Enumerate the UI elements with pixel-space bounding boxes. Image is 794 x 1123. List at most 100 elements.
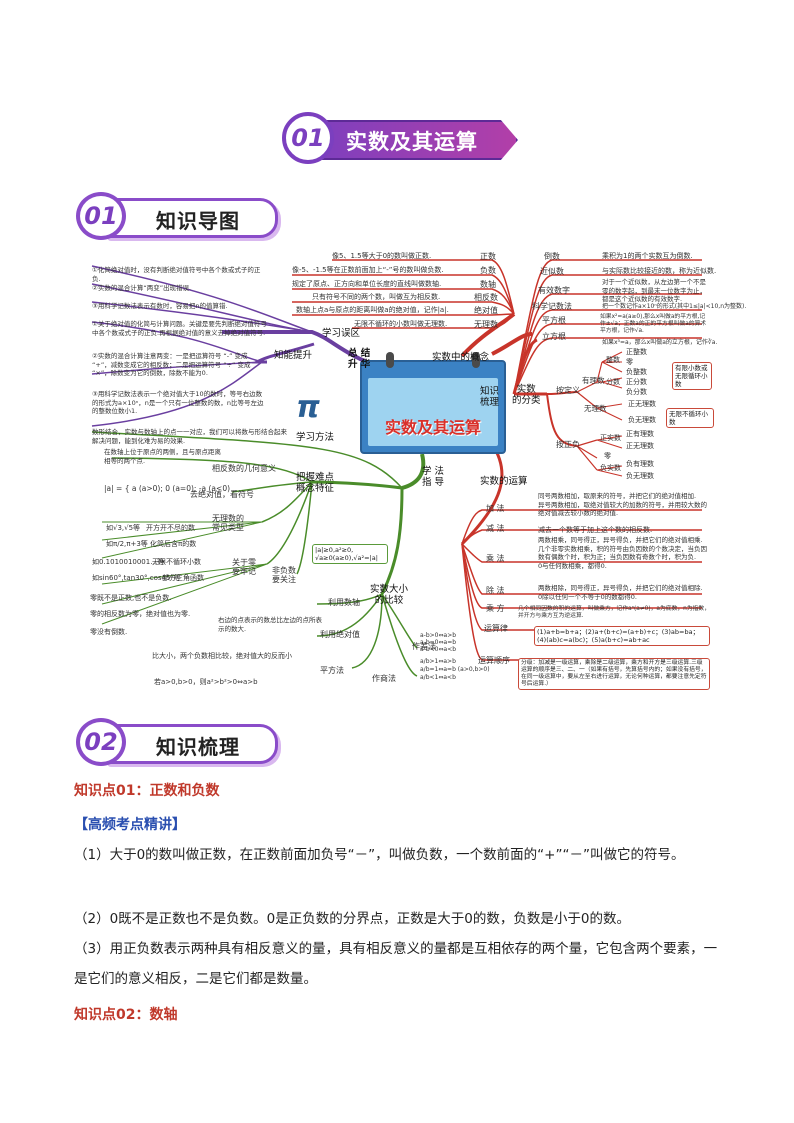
concept-text-6: 无限不循环的小数叫做无理数. bbox=[354, 320, 448, 328]
knowledge-5: 平方根 bbox=[542, 316, 566, 325]
central-image: 实数及其运算 bbox=[360, 352, 506, 454]
concept-text-3: 规定了原点、正方向和单位长度的直线叫做数轴. bbox=[292, 280, 442, 288]
op-laws-text: (1)a+b=b+a；(2)a+(b+c)=(a+b)+c；(3)ab=ba；(… bbox=[534, 626, 710, 646]
geometry-text: 在数轴上位于原点的两侧，且与原点距离相等的两个点. bbox=[104, 448, 221, 465]
irr-item-4: 如sin60°,tan30°,cos45°等 bbox=[92, 574, 181, 582]
ability-1: ①关于绝对值的化简与计算问题。关键是要先判断绝对值符号中各个数或式子的正负.再根… bbox=[92, 320, 267, 337]
high-frequency-heading: 【高频考点精讲】 bbox=[74, 817, 186, 833]
irr-item-3: 如0.1010010001…等 bbox=[92, 558, 165, 566]
concept-1: 正数 bbox=[480, 252, 496, 261]
node-classify: 实数 的分类 bbox=[512, 384, 541, 406]
op-order: 运算顺序 bbox=[478, 656, 510, 665]
knowledge-point-1-heading: 知识点01：正数和负数 bbox=[74, 783, 220, 799]
leaf-positive-irrational: 正无理数 bbox=[628, 400, 656, 408]
mind-map-branches bbox=[91, 259, 702, 677]
irrational-label: 无理数 bbox=[584, 404, 607, 413]
diff-label: 作差法 bbox=[412, 642, 436, 651]
mind-map: 实数及其运算 π 总 结 升 华 实数中的概念 知识 梳理 学 法 指 导 学习… bbox=[82, 244, 746, 706]
zero-real: 零 bbox=[604, 452, 611, 460]
abs-label: 去绝对值，看符号 bbox=[190, 490, 254, 499]
classify-by-sign: 按正负 bbox=[556, 440, 580, 449]
knowledge-text-5: 如果x²=a(a≥0),那么x叫做a的平方根,记作±√a；正数a的正的平方根叫做… bbox=[600, 314, 707, 334]
knowledge-2: 近似数 bbox=[540, 267, 564, 276]
op-pow: 乘 方 bbox=[486, 604, 505, 613]
ability-3: ③用科学记数法表示一个绝对值大于10的数时，等号右边数的形式为a×10ⁿ，n是一… bbox=[92, 390, 264, 415]
mistake-2: ②实数的混合计算“两变”出现错误. bbox=[92, 284, 192, 292]
op-sub: 减 法 bbox=[486, 524, 505, 533]
quot-text: a/b>1⇔a>b a/b=1⇔a=b (a>0,b>0) a/b<1⇔a<b bbox=[420, 658, 490, 681]
square-text: 若a>0,b>0，则a²>b²>0⇔a>b bbox=[154, 678, 258, 686]
section-title: 知识梳理 bbox=[156, 735, 240, 759]
integer-label: 整数 bbox=[606, 356, 620, 364]
op-mul: 乘 法 bbox=[486, 554, 505, 563]
concept-text-5: 数轴上点a与原点的距离叫做a的绝对值，记作|a|. bbox=[296, 306, 449, 314]
memo-label: 关于零 要牢记 bbox=[232, 558, 256, 576]
leaf-positive-rational: 正有理数 bbox=[626, 430, 654, 438]
node-operation: 实数的运算 bbox=[480, 476, 528, 487]
pi-symbol: π bbox=[296, 390, 320, 425]
irr-type-4: 部分三角函数 bbox=[162, 574, 204, 582]
memo-item-1: 零既不是正数,也不是负数. bbox=[90, 594, 172, 602]
node-ability: 知能提升 bbox=[274, 350, 313, 361]
node-features: 把握难点 概念特征 bbox=[296, 472, 335, 494]
knowledge-text-1: 乘积为1的两个实数互为倒数. bbox=[602, 252, 693, 260]
branch-knowledge: 知识 梳理 bbox=[480, 386, 500, 408]
irr-type-2: 化简后含π的数 bbox=[150, 540, 197, 548]
leaf-zero: 零 bbox=[626, 358, 633, 366]
op-add-text: 同号两数相加，取原来的符号，并把它们的绝对值相加. 异号两数相加，取绝对值较大的… bbox=[538, 492, 707, 517]
geometry-label: 相反数的几何意义 bbox=[212, 464, 276, 473]
node-learning: 学习方法 bbox=[296, 432, 335, 443]
center-title: 实数及其运算 bbox=[384, 418, 481, 437]
knowledge-text-6: 如果x³=a，那么x叫做a的立方根，记作∛a. bbox=[602, 339, 718, 346]
negative-real: 负实数 bbox=[600, 464, 621, 472]
concept-text-1: 像5、1.5等大于0的数叫做正数. bbox=[332, 252, 432, 260]
chapter-number: 01 bbox=[282, 112, 334, 164]
leaf-negative-irrational-2: 负无理数 bbox=[626, 472, 654, 480]
concept-text-2: 像-5、-1.5等在正数前面加上“-”号的数叫做负数. bbox=[292, 266, 444, 274]
branch-method: 学 法 指 导 bbox=[422, 466, 445, 488]
concept-3: 数轴 bbox=[480, 280, 496, 289]
op-div: 除 法 bbox=[486, 586, 505, 595]
knowledge-text-3: 对于一个近似数，从左边第一个不是零的数字起，到最末一位数字为止，都是这个近似数的… bbox=[602, 278, 706, 303]
op-div-text: 两数相除，同号得正，异号得负，并把它们的绝对值相除. 0除以任何一个不等于0的数… bbox=[538, 584, 703, 601]
leaf-positive-integer: 正整数 bbox=[626, 348, 647, 356]
op-sub-text: 减去一个数等于加上这个数的相反数. bbox=[538, 526, 653, 534]
op-add: 加 法 bbox=[486, 504, 505, 513]
section-number: 02 bbox=[76, 718, 126, 766]
square-label: 平方法 bbox=[320, 666, 344, 675]
knowledge-6: 立方根 bbox=[542, 332, 566, 341]
ability-2: ②实数的混合计算注意两变：一是把运算符号 “-” 变成 “+”，减数变成它的相反… bbox=[92, 352, 251, 377]
memo-item-3: 零没有倒数. bbox=[90, 628, 128, 636]
op-laws: 运算律 bbox=[484, 624, 508, 633]
rational-label: 有理数 bbox=[582, 376, 605, 385]
op-mul-text: 两数相乘，同号得正，异号得负，并把它们的绝对值相乘. 几个非零实数相乘，积的符号… bbox=[538, 536, 707, 570]
paragraph-1: （1）大于0的数叫做正数，在正数前面加负号“－”，叫做负数，一个数前面的“+”“… bbox=[74, 847, 685, 863]
concept-6: 无理数 bbox=[474, 320, 498, 329]
chapter-title: 实数及其运算 bbox=[346, 130, 478, 154]
branch-concepts: 实数中的概念 bbox=[432, 352, 490, 363]
paragraph-3: （3）用正负数表示两种具有相反意义的量，具有相反意义的量都是互相依存的两个量，它… bbox=[74, 941, 718, 987]
op-pow-text: 几个相同因数的积的运算，叫做乘方，记作aⁿ(a≠0)，a为底数，n为指数，并开方… bbox=[518, 606, 711, 619]
concept-5: 绝对值 bbox=[474, 306, 498, 315]
irr-note: 无限不循环小数 bbox=[666, 408, 714, 428]
irr-type-1: 开方开不尽的数 bbox=[146, 524, 195, 532]
diff-text: a-b>0⇔a>b a-b=0⇔a=b a-b<0⇔a<b bbox=[420, 632, 457, 653]
section-header-knowledge: 02 知识梳理 bbox=[76, 718, 278, 766]
leaf-positive-fraction: 正分数 bbox=[626, 378, 647, 386]
quot-label: 作商法 bbox=[372, 674, 396, 683]
section-header-mindmap: 01 知识导图 bbox=[76, 192, 278, 240]
nonneg-formula: |a|≥0,a²≥0, √a≥0(a≥0),√a²=|a| bbox=[312, 544, 388, 564]
concept-2: 负数 bbox=[480, 266, 496, 275]
leaf-negative-irrational: 负无理数 bbox=[628, 416, 656, 424]
absval-text: 比大小，两个负数相比较，绝对值大的反而小 bbox=[152, 652, 292, 660]
leaf-negative-rational: 负有理数 bbox=[626, 460, 654, 468]
knowledge-point-2-heading: 知识点02：数轴 bbox=[74, 1007, 178, 1023]
memo-item-2: 零的相反数为零，绝对值也为零. bbox=[90, 610, 191, 618]
branch-summary: 总 结 升 华 bbox=[348, 348, 371, 370]
paragraph-2: （2）0既不是正数也不是负数。0是正负数的分界点，正数是大于0的数，负数是小于0… bbox=[74, 911, 630, 927]
knowledge-1: 倒数 bbox=[544, 252, 560, 261]
irr-item-1: 如√3,√5等 bbox=[106, 524, 141, 532]
mistake-1: ①化简绝对值时，没有判断绝对值符号中各个数或式子的正负. bbox=[92, 266, 261, 283]
knowledge-text-4: 把一个数记作a×10ⁿ的形式(其中1≤|a|<10,n为整数). bbox=[602, 303, 747, 310]
knowledge-text-2: 与实际数比较接近的数，称为近似数. bbox=[602, 267, 717, 275]
